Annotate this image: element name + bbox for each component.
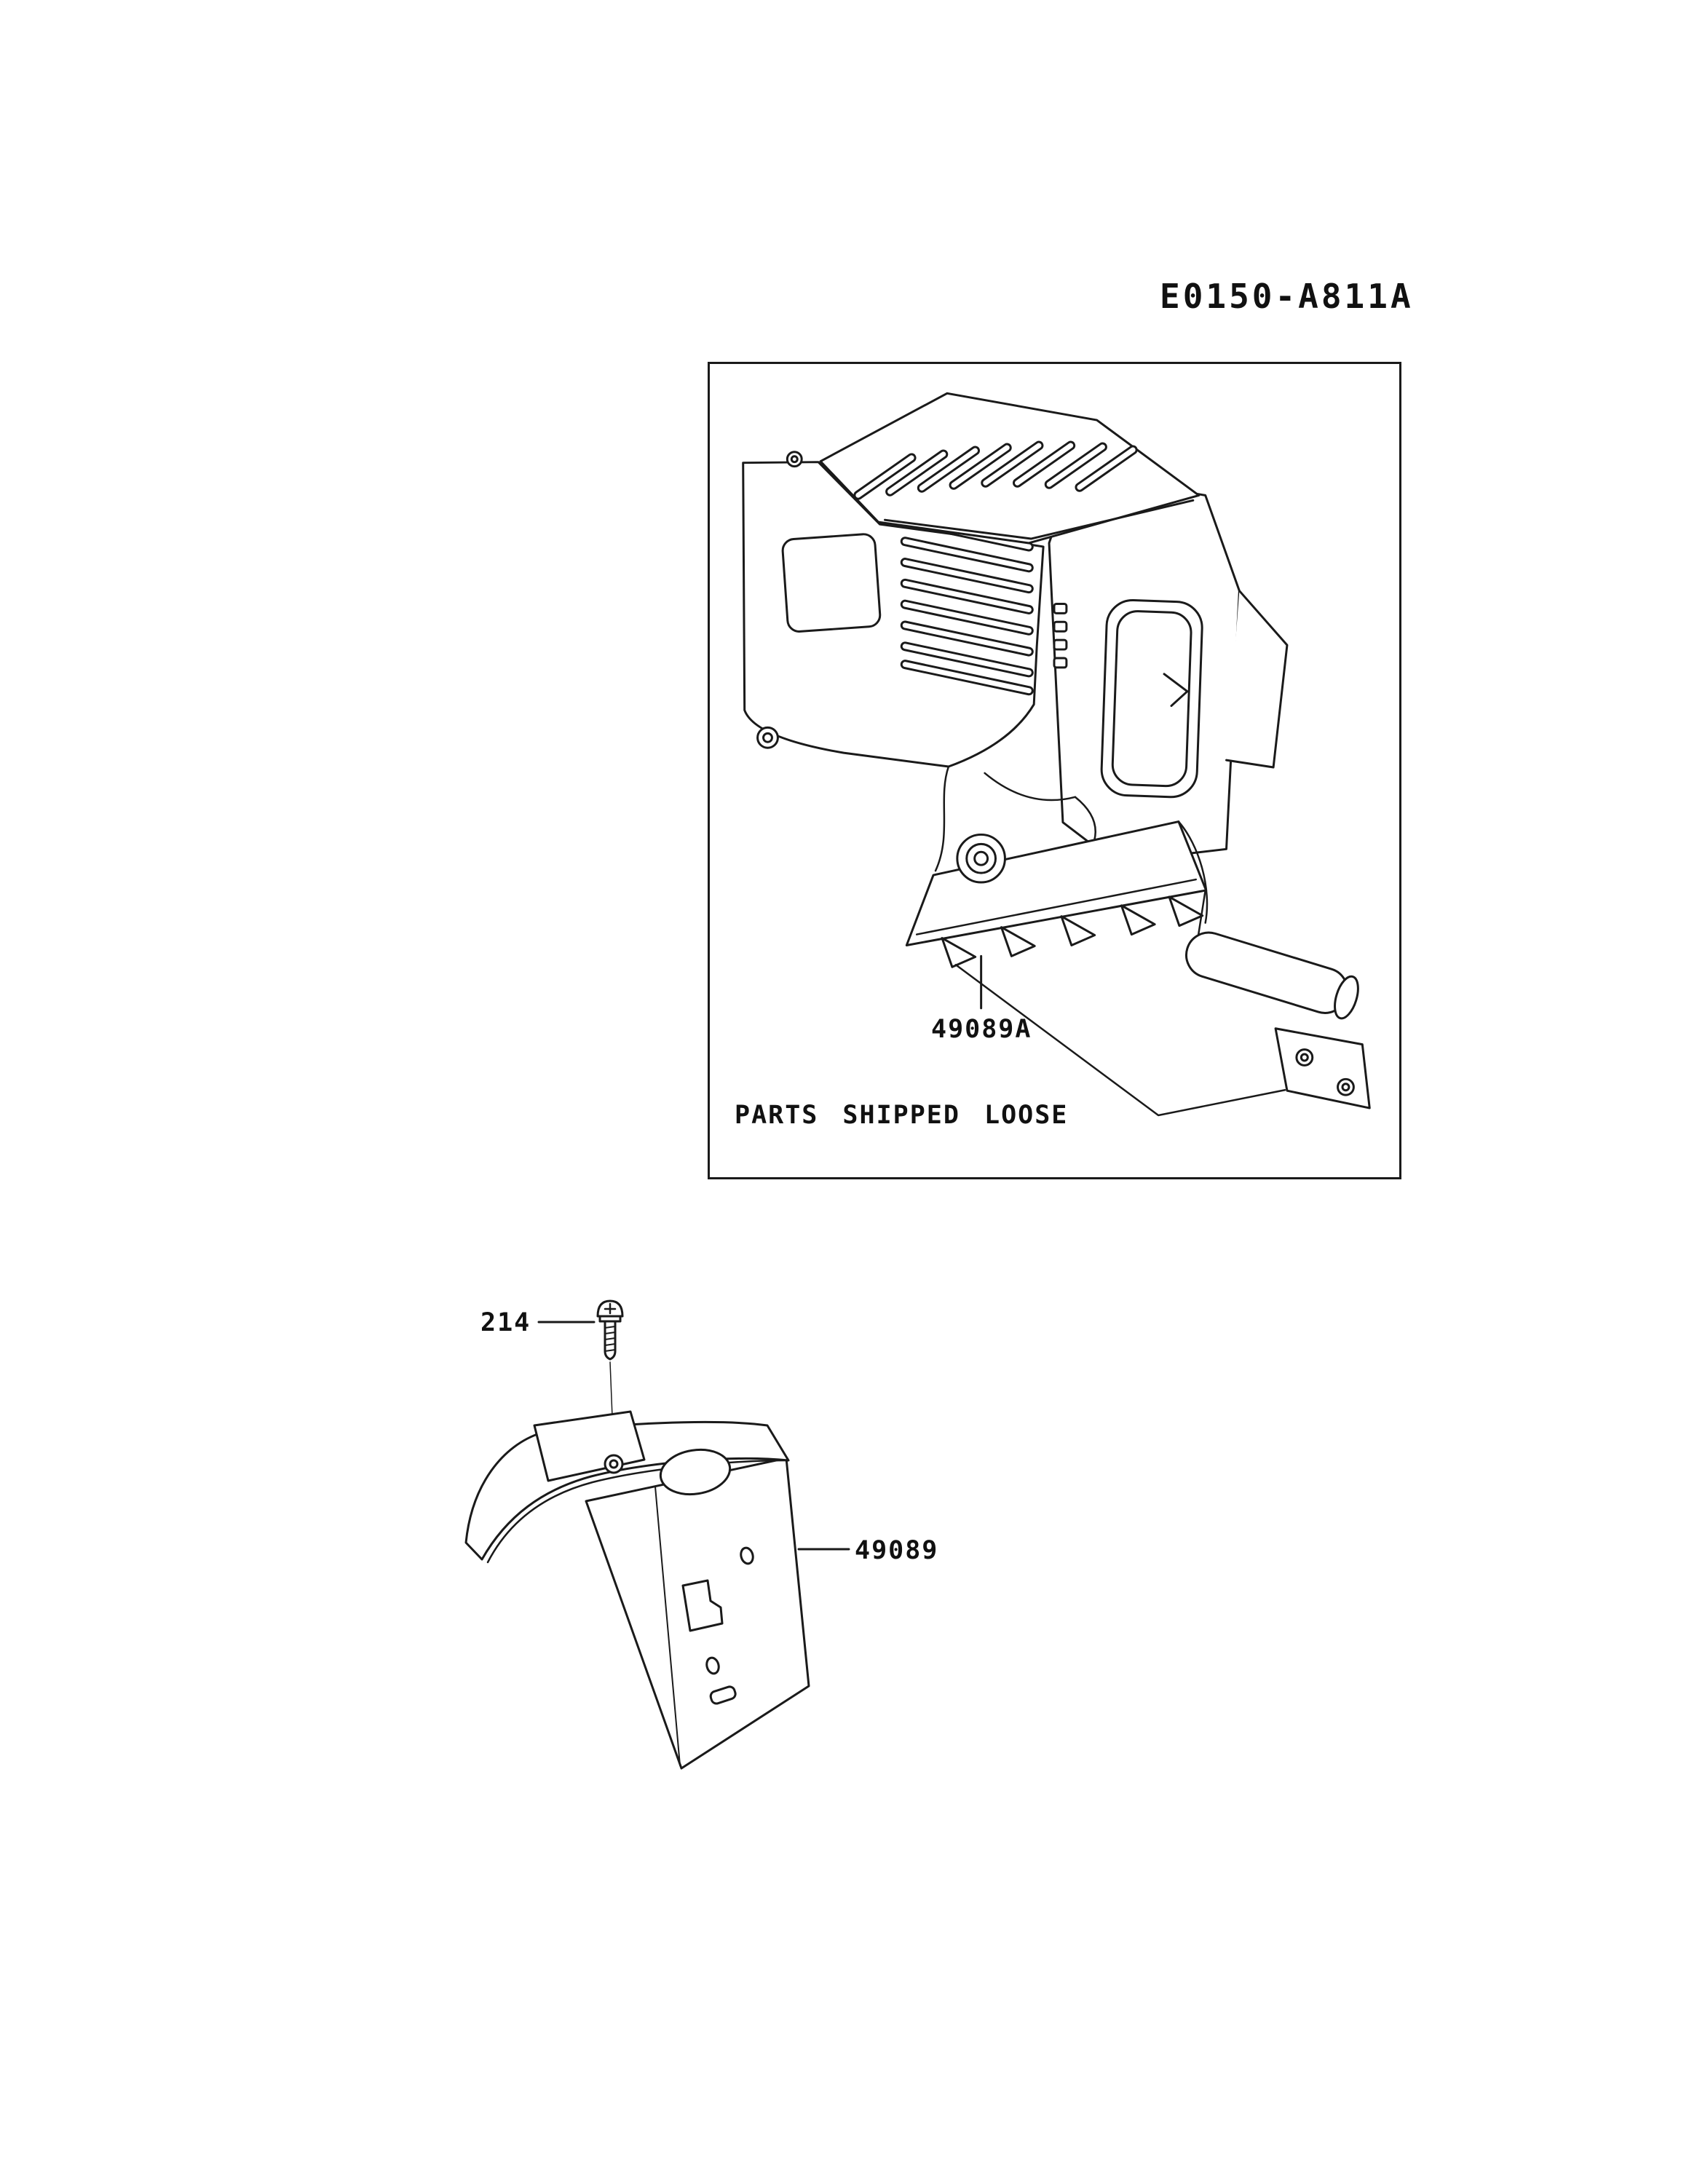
screw-illustration [596, 1299, 624, 1361]
bracket-illustration [464, 1410, 810, 1770]
parts-shipped-loose-box: 49089A PARTS SHIPPED LOOSE [708, 362, 1401, 1179]
mount-boss [956, 833, 1006, 884]
top-cover-vents [853, 440, 1138, 500]
housing-left-shroud [742, 451, 1045, 768]
drawing-number: E0150-A811A [1160, 277, 1414, 316]
inspection-window [781, 533, 882, 633]
parts-shipped-loose-label: PARTS SHIPPED LOOSE [735, 1101, 1069, 1130]
mount-lug [1274, 1027, 1371, 1109]
loose-parts-area: 214 49089 [437, 1289, 1005, 1813]
screw-and-bracket-illustration [464, 1299, 850, 1770]
housing-right-frame [1048, 472, 1289, 863]
callout-49089A: 49089A [931, 1015, 1032, 1044]
cylinder-and-mount-lug [1185, 931, 1371, 1109]
base-plate [905, 820, 1286, 1117]
housing-top-cover [819, 392, 1201, 545]
base-plate-fins [941, 895, 1204, 968]
engine-housing-illustration [742, 392, 1371, 1117]
callout-214: 214 [480, 1308, 531, 1337]
roller-cylinder [1185, 931, 1349, 1014]
callout-49089: 49089 [855, 1536, 939, 1565]
